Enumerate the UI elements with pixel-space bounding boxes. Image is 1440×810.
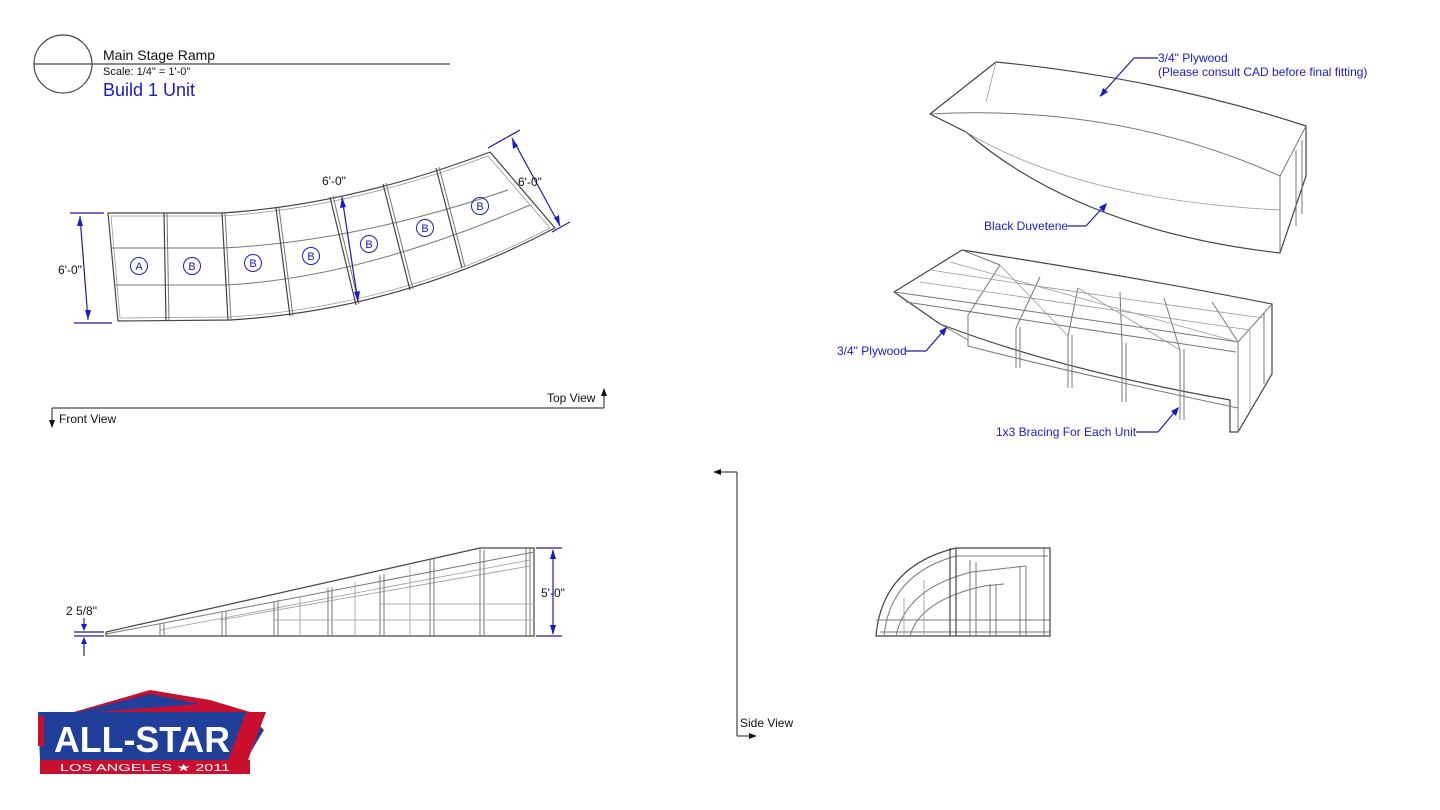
- dim-left: 6'-0": [58, 263, 82, 277]
- svg-text:B: B: [421, 223, 428, 235]
- dim-toe: 2 5/8": [66, 604, 97, 618]
- label-top-view: Top View: [547, 391, 596, 405]
- unit-label: B: [360, 235, 378, 253]
- top-view-dimensions: 6'-0" 6'-0" 6'-0": [58, 129, 571, 324]
- unit-label: B: [183, 257, 201, 275]
- svg-text:B: B: [476, 201, 483, 213]
- callout-duvetene-text: Black Duvetene: [984, 219, 1068, 233]
- unit-label: B: [244, 254, 262, 272]
- callout-duvetene: Black Duvetene: [984, 203, 1107, 233]
- front-view-elevation: [105, 547, 535, 637]
- side-view-drawing: [875, 547, 1051, 637]
- logo-sub: LOS ANGELES ★ 2011: [60, 763, 231, 774]
- top-front-marker: Top View Front View: [49, 388, 607, 428]
- dim-right: 6'-0": [518, 175, 542, 189]
- label-front-view: Front View: [59, 412, 116, 426]
- unit-label: B: [416, 219, 434, 237]
- callout-bracing: 1x3 Bracing For Each Unit: [996, 407, 1179, 439]
- dim-height: 5'-0": [541, 586, 565, 600]
- logo-ribbon: [40, 760, 250, 774]
- dim-mid: 6'-0": [322, 174, 346, 188]
- top-view-plan: [107, 151, 556, 322]
- side-view-marker: Side View: [713, 469, 793, 739]
- title-block: Main Stage Ramp Scale: 1/4" = 1'-0" Buil…: [33, 34, 450, 100]
- logo-banner: [38, 712, 264, 760]
- unit-label: B: [471, 197, 489, 215]
- all-star-logo: ALL-STAR LOS ANGELES ★ 2011: [38, 690, 266, 774]
- title-build: Build 1 Unit: [103, 80, 195, 100]
- svg-text:B: B: [365, 239, 372, 251]
- callout-plywood-text: 3/4" Plywood: [1158, 51, 1228, 65]
- callout-plywood-note: (Please consult CAD before final fitting…: [1158, 65, 1367, 79]
- svg-text:B: B: [249, 258, 256, 270]
- iso-covered-ramp: [928, 61, 1307, 254]
- svg-text:B: B: [188, 261, 195, 273]
- svg-text:B: B: [307, 251, 314, 263]
- unit-labels: A B B B B B B: [130, 197, 489, 275]
- front-view-dimensions: 5'-0" 2 5/8": [66, 547, 565, 656]
- title-name: Main Stage Ramp: [103, 47, 215, 63]
- callout-plywood-frame-text: 3/4" Plywood: [837, 344, 907, 358]
- unit-label: A: [130, 257, 148, 275]
- logo-word: ALL-STAR: [54, 719, 230, 760]
- callout-bracing-text: 1x3 Bracing For Each Unit: [996, 425, 1137, 439]
- svg-text:A: A: [135, 261, 143, 273]
- label-side-view: Side View: [740, 716, 793, 730]
- title-scale: Scale: 1/4" = 1'-0": [103, 66, 190, 78]
- callout-plywood-frame: 3/4" Plywood: [837, 327, 947, 358]
- unit-label: B: [302, 247, 320, 265]
- callout-plywood-top: 3/4" Plywood (Please consult CAD before …: [1099, 51, 1367, 97]
- iso-ramp-frame: [892, 249, 1273, 433]
